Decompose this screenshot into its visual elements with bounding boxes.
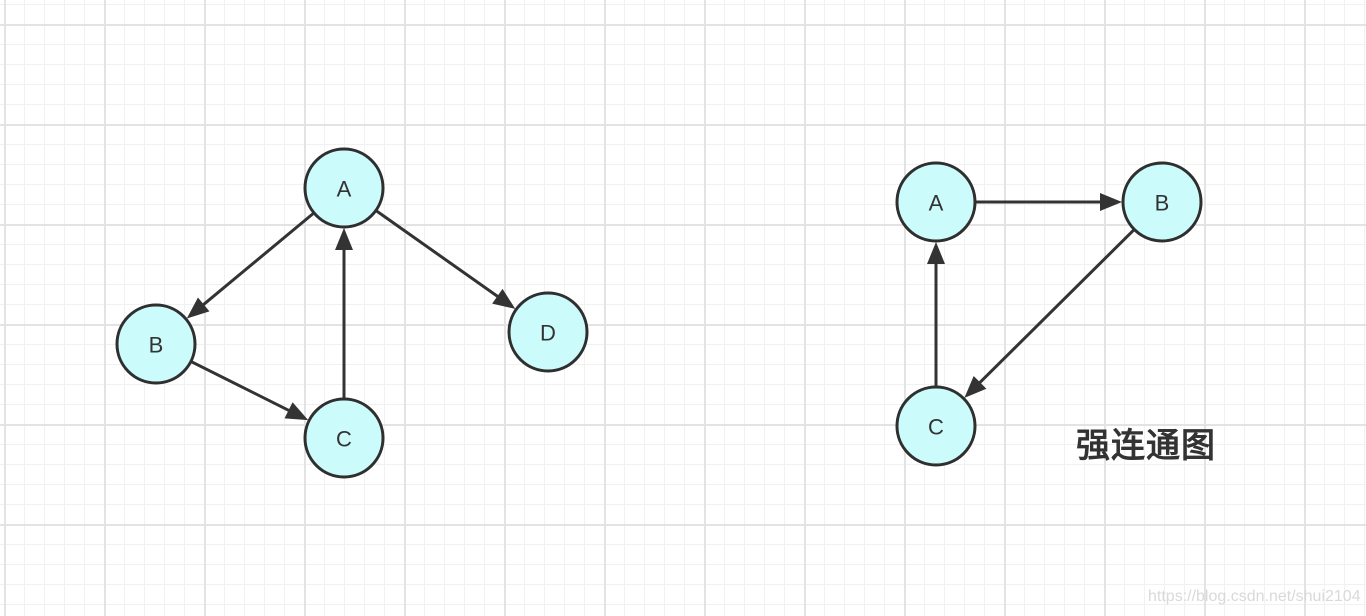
edge-line (977, 228, 1136, 385)
node-circle (895, 161, 977, 243)
node-label: B (149, 333, 164, 358)
arrowhead-icon (964, 375, 987, 398)
edge-left-A-to-B (186, 211, 315, 319)
node-left-A: A (303, 147, 385, 229)
arrowhead-icon (927, 242, 945, 264)
node-right-A: A (895, 161, 977, 243)
edge-left-C-to-A (335, 228, 353, 399)
node-left-C: C (303, 397, 385, 479)
nodes-layer: A B C D A B C (115, 147, 1203, 479)
arrowhead-icon (492, 288, 516, 309)
strongly-connected-graph-caption: 强连通图 (1076, 426, 1216, 466)
node-label: D (540, 321, 556, 346)
node-right-B: B (1121, 161, 1203, 243)
node-label: B (1155, 191, 1170, 216)
arrowhead-icon (1100, 193, 1122, 211)
node-left-D: D (507, 291, 589, 373)
node-right-C: C (895, 385, 977, 467)
edge-line (190, 360, 292, 413)
node-label: A (337, 177, 352, 202)
arrowhead-icon (335, 228, 353, 250)
edge-right-B-to-C (964, 228, 1136, 398)
node-circle (303, 147, 385, 229)
node-circle (115, 303, 197, 385)
edge-right-A-to-B (975, 193, 1122, 211)
node-circle (507, 291, 589, 373)
arrowhead-icon (186, 297, 210, 319)
node-circle (1121, 161, 1203, 243)
edge-left-A-to-D (374, 209, 516, 309)
edge-right-C-to-A (927, 242, 945, 387)
edge-line (374, 209, 500, 299)
node-circle (303, 397, 385, 479)
node-label: C (928, 415, 944, 440)
node-label: A (929, 191, 944, 216)
node-left-B: B (115, 303, 197, 385)
edge-left-B-to-C (190, 360, 309, 421)
node-circle (895, 385, 977, 467)
node-label: C (336, 427, 352, 452)
edges-layer (186, 193, 1136, 421)
edge-line (201, 211, 315, 307)
arrowhead-icon (284, 402, 309, 421)
watermark: https://blog.csdn.net/shui2104 (1148, 588, 1361, 605)
